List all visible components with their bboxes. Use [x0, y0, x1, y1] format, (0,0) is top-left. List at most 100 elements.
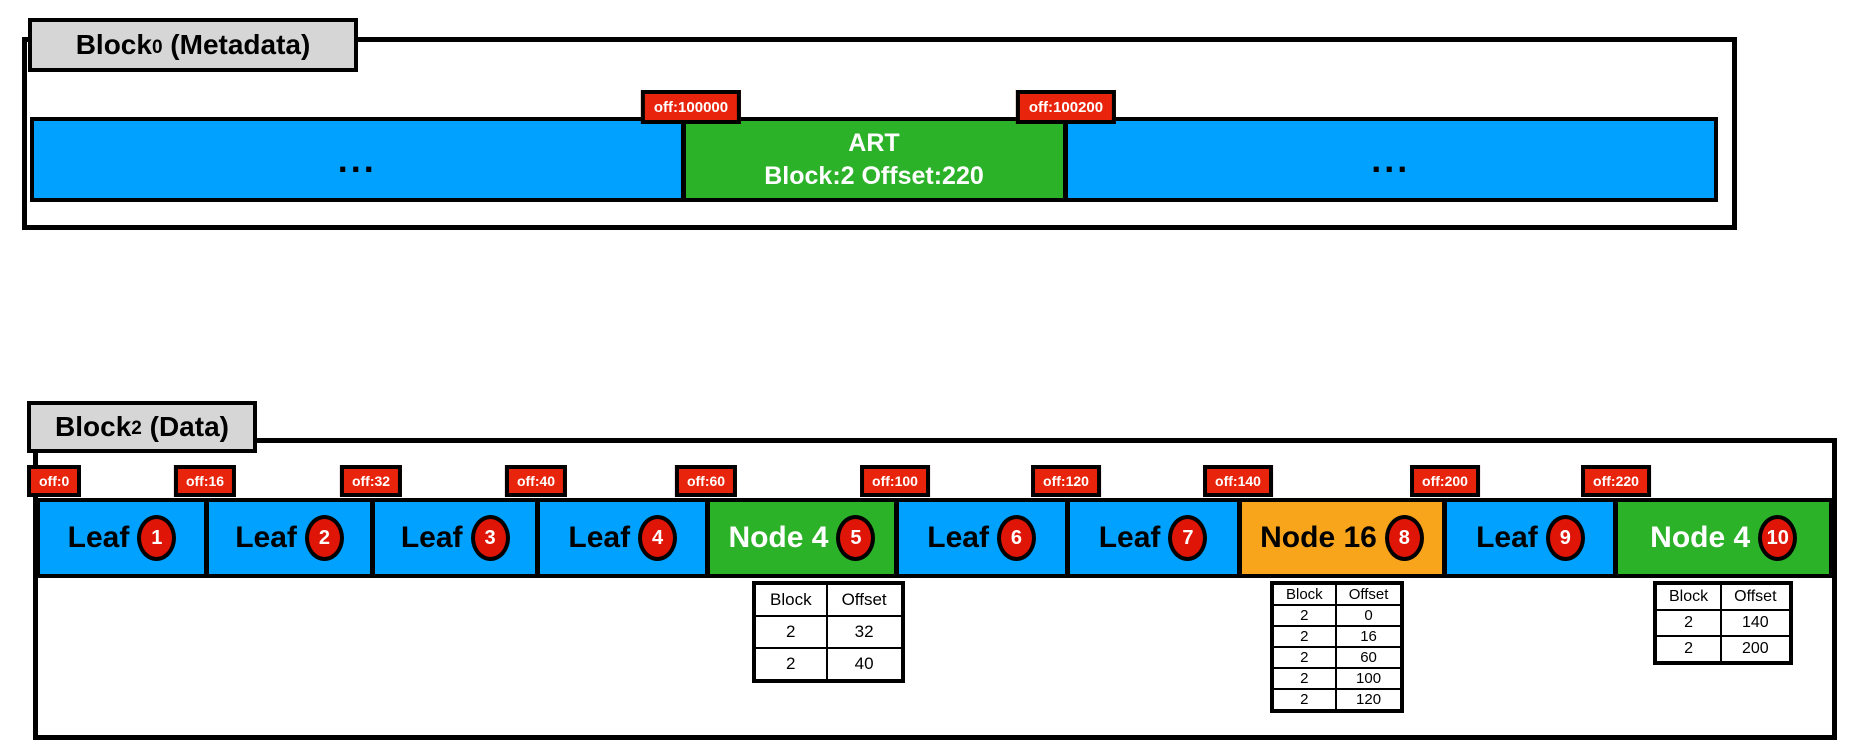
table-cell: 120 [1334, 688, 1404, 712]
sequence-badge-10: 10 [1758, 515, 1798, 561]
sequence-badge-9: 9 [1545, 515, 1585, 561]
segment-label: Leaf [67, 521, 130, 554]
block2-container [33, 438, 1837, 740]
segment-label: Node 16 [1260, 521, 1377, 554]
offset-flag-off-100000: off:100000 [640, 90, 742, 124]
block0-byte-bar: ... ART Block:2 Offset:220 ... [30, 117, 1718, 202]
ellipsis-left: ... [337, 138, 377, 180]
segment-label: Leaf [1476, 521, 1538, 554]
segment-label: Node 4 [1650, 521, 1751, 554]
art-title: ART [848, 129, 900, 157]
table-cell: 200 [1720, 635, 1792, 664]
table-cell: 2 [753, 615, 828, 649]
table-cell: 2 [1653, 635, 1723, 664]
segment-label: Leaf [235, 521, 297, 554]
sequence-badge-7: 7 [1168, 515, 1208, 561]
block2-title-text: Block [55, 411, 132, 442]
table-cell: 100 [1334, 667, 1404, 690]
table-cell: 2 [1271, 688, 1337, 712]
offset-flag-off-100200: off:100200 [1015, 90, 1117, 124]
offset-flag-off-200: off:200 [1410, 465, 1480, 497]
table-cell: 2 [753, 647, 828, 682]
block0-title-suffix: (Metadata) [162, 29, 311, 60]
block0-title-subscript: 0 [151, 37, 163, 58]
offset-flag-off-16: off:16 [173, 465, 237, 497]
table-header-cell: Block [1653, 582, 1723, 611]
ellipsis-right: ... [1371, 138, 1411, 180]
offset-flag-off-120: off:120 [1031, 465, 1101, 497]
block0-container [22, 37, 1737, 230]
segment-label: Leaf [1098, 521, 1161, 554]
offset-flag-off-140: off:140 [1203, 465, 1273, 497]
offset-flag-off-220: off:220 [1581, 465, 1651, 497]
block0-left-region: ... [34, 121, 686, 198]
table-cell: 60 [1334, 646, 1404, 669]
table-cell: 2 [1271, 604, 1337, 627]
sequence-badge-8: 8 [1384, 515, 1424, 561]
sequence-badge-6: 6 [996, 515, 1036, 561]
table-header-cell: Offset [825, 582, 904, 617]
offset-flag-off-100: off:100 [860, 465, 930, 497]
art-root-pointer: Block:2 Offset:220 [764, 161, 984, 190]
offset-flag-off-0: off:0 [27, 465, 82, 497]
offset-flag-off-32: off:32 [339, 465, 403, 497]
table-cell: 2 [1271, 667, 1337, 690]
block0-title-text: Block [75, 29, 152, 60]
sequence-badge-3: 3 [470, 515, 510, 561]
table-cell: 16 [1334, 625, 1404, 648]
table-cell: 2 [1653, 609, 1723, 637]
block2-title-subscript: 2 [131, 418, 142, 439]
offset-flag-off-60: off:60 [674, 465, 738, 497]
sequence-badge-1: 1 [137, 515, 177, 561]
segment-label: Leaf [927, 521, 989, 554]
table-cell: 0 [1334, 604, 1404, 627]
art-root-region: ART Block:2 Offset:220 [685, 121, 1068, 198]
segment-label: Node 4 [728, 521, 829, 554]
table-header-cell: Block [1271, 582, 1337, 606]
sequence-badge-4: 4 [638, 515, 678, 561]
sequence-badge-2: 2 [304, 515, 344, 561]
table-header-cell: Offset [1334, 582, 1404, 606]
table-header-cell: Block [753, 582, 828, 617]
segment-label: Leaf [568, 521, 631, 554]
sequence-badge-5: 5 [836, 515, 876, 561]
table-cell: 2 [1271, 646, 1337, 669]
table-header-cell: Offset [1720, 582, 1792, 611]
table-cell: 140 [1720, 609, 1792, 637]
offset-flag-off-40: off:40 [504, 465, 568, 497]
table-cell: 2 [1271, 625, 1337, 648]
segment-label: Leaf [400, 521, 463, 554]
table-cell: 40 [825, 647, 904, 682]
table-cell: 32 [825, 615, 904, 649]
block0-right-region: ... [1067, 121, 1714, 198]
